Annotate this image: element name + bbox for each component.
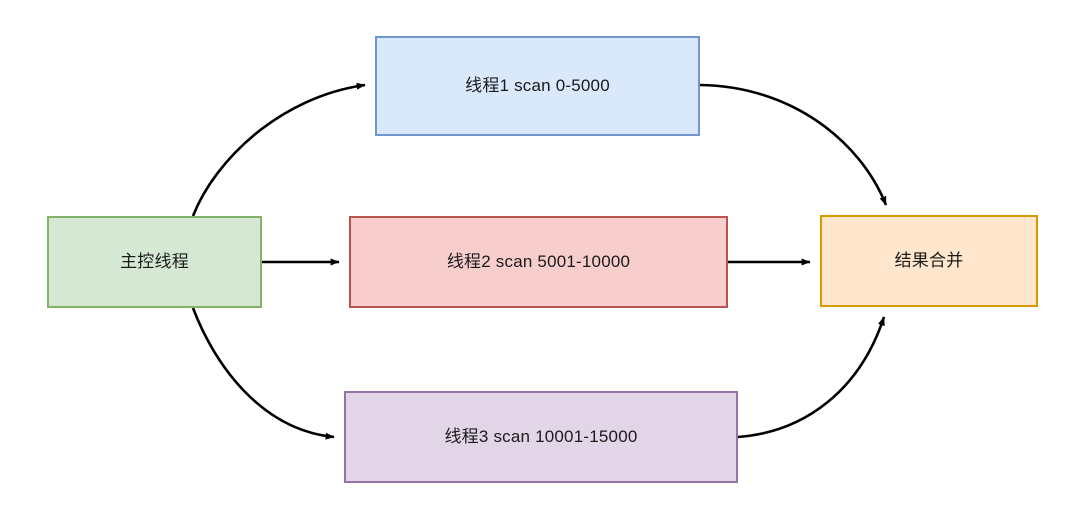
node-thread2-label: 线程2 scan 5001-10000: [446, 252, 631, 272]
node-thread3-label: 线程3 scan 10001-15000: [444, 427, 638, 447]
node-main-thread-label: 主控线程: [120, 252, 189, 272]
node-result-merge-label: 结果合并: [894, 251, 964, 271]
node-result-merge[interactable]: 结果合并: [820, 215, 1038, 307]
node-thread1[interactable]: 线程1 scan 0-5000: [375, 36, 700, 136]
node-thread3[interactable]: 线程3 scan 10001-15000: [344, 391, 738, 483]
edge-main-to-thread3: [191, 307, 335, 440]
node-main-thread[interactable]: 主控线程: [47, 216, 262, 308]
node-thread2[interactable]: 线程2 scan 5001-10000: [349, 216, 728, 308]
edge-thread3-to-merge: [737, 316, 886, 439]
node-thread1-label: 线程1 scan 0-5000: [465, 76, 610, 96]
edge-main-to-thread1: [191, 82, 366, 217]
edge-thread1-to-merge: [699, 83, 888, 206]
